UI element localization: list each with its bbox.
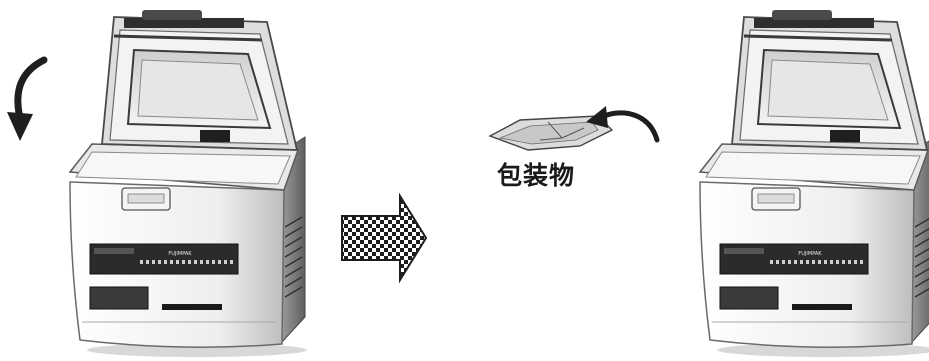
close-lid-arrow-icon	[7, 56, 48, 141]
package-label: 包装物	[497, 161, 576, 190]
next-step-arrow-icon	[341, 192, 428, 284]
machine-brand-text-left: FUJIMPAK	[168, 251, 192, 257]
package-pouch-icon	[488, 115, 614, 151]
vacuum-sealer-machine-right: FUJIMPAK	[698, 8, 929, 359]
vacuum-sealer-machine-left: FUJIMPAK	[68, 8, 309, 359]
machine-brand-text-right: FUJIMPAK	[798, 251, 822, 257]
insert-package-arrow-icon	[586, 106, 660, 143]
